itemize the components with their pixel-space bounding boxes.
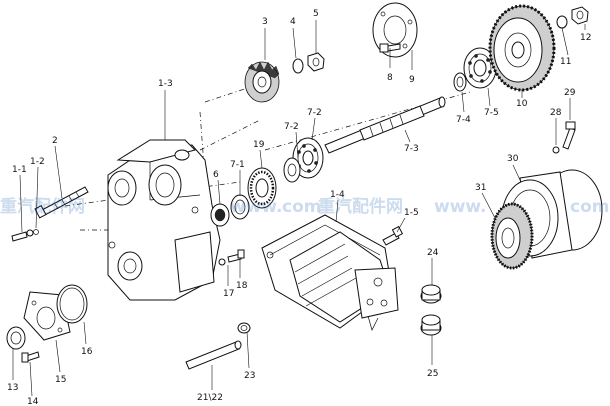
label-24: 24 <box>427 248 439 258</box>
bearing-7-2 <box>283 137 324 183</box>
bolt-8 <box>379 43 401 53</box>
label-7-4: 7-4 <box>456 115 471 125</box>
watermark-left: 重汽配件网 <box>0 196 85 217</box>
cover-1-4 <box>261 214 399 331</box>
label-5: 5 <box>313 9 319 19</box>
plug-25 <box>420 314 442 336</box>
gear-3 <box>244 61 280 103</box>
label-7-2a: 7-2 <box>284 122 299 132</box>
label-12: 12 <box>580 33 591 43</box>
plug-24 <box>420 284 442 304</box>
watermark-mid2: com <box>282 197 321 217</box>
gear-31 <box>490 202 534 270</box>
leader-30 <box>512 164 521 181</box>
ring-23 <box>237 322 251 334</box>
label-1-3: 1-3 <box>158 79 173 89</box>
bearing-19 <box>247 167 277 209</box>
bolt-1-5 <box>382 225 404 246</box>
washer-4 <box>292 58 304 74</box>
leader-16 <box>83 321 87 345</box>
leader-14 <box>29 361 33 397</box>
shaft-7-3 <box>324 96 446 154</box>
leader-1-1 <box>19 174 23 233</box>
label-4: 4 <box>290 17 296 27</box>
leader-7-4 <box>461 91 465 113</box>
bolt-1-1 <box>11 229 39 242</box>
label-1-2: 1-2 <box>30 157 45 167</box>
label-7-2b: 7-2 <box>307 108 322 118</box>
label-10: 10 <box>516 99 528 109</box>
label-3: 3 <box>262 17 268 27</box>
bearing-7-5 <box>463 47 497 89</box>
label-2: 2 <box>52 136 58 146</box>
leader-7-3 <box>404 129 411 143</box>
label-8: 8 <box>387 73 393 83</box>
label-1-5: 1-5 <box>404 208 419 218</box>
bolt-29 <box>562 121 576 150</box>
leader-1-4 <box>335 199 339 223</box>
leader-1-2 <box>35 166 39 229</box>
label-11: 11 <box>560 57 571 67</box>
label-30: 30 <box>507 154 519 164</box>
leader-7-2b <box>311 117 316 141</box>
label-13: 13 <box>7 383 18 393</box>
ring-7-4 <box>453 72 467 92</box>
axis-line-shaft <box>199 119 261 151</box>
label-9: 9 <box>409 75 415 85</box>
ring-16 <box>56 284 88 324</box>
label-7-5: 7-5 <box>484 108 499 118</box>
leader-7-5 <box>487 87 491 107</box>
gear-10 <box>488 4 556 92</box>
pin-21-22 <box>185 340 242 370</box>
label-15: 15 <box>55 375 66 385</box>
leader-2 <box>54 145 63 199</box>
label-28: 28 <box>550 108 562 118</box>
label-31: 31 <box>475 183 486 193</box>
watermark-right2: www. <box>434 197 487 217</box>
label-21-22: 21\22 <box>197 393 223 403</box>
watermark-mid: www. <box>230 197 283 217</box>
washer-17 <box>218 258 226 266</box>
leader-11 <box>561 27 569 56</box>
washer-28 <box>552 146 560 154</box>
nut-5 <box>307 52 325 72</box>
label-6: 6 <box>213 170 219 180</box>
label-14: 14 <box>27 397 39 406</box>
seal-13 <box>6 326 26 350</box>
label-7-3: 7-3 <box>404 144 419 154</box>
leader-6 <box>217 179 221 205</box>
bolt-18 <box>227 249 245 263</box>
label-7-1: 7-1 <box>230 160 245 170</box>
leader-4 <box>292 27 297 59</box>
leader-1-5 <box>396 217 406 233</box>
bush-6 <box>210 203 230 227</box>
leader-19 <box>259 149 263 169</box>
leader-15 <box>55 339 61 373</box>
washer-11 <box>556 15 568 29</box>
label-18: 18 <box>236 281 248 291</box>
leader-31 <box>481 192 496 219</box>
label-23: 23 <box>244 371 255 381</box>
label-25: 25 <box>427 369 438 379</box>
label-19: 19 <box>253 140 265 150</box>
watermark-right: 重汽配件网 <box>318 196 403 217</box>
label-1-4: 1-4 <box>330 190 345 200</box>
leader-7-2a <box>295 131 299 159</box>
label-1-1: 1-1 <box>12 165 27 175</box>
label-17: 17 <box>223 289 234 299</box>
leader-23 <box>246 331 250 369</box>
nut-12 <box>571 6 589 25</box>
bolt-2 <box>34 186 89 219</box>
bolt-14 <box>21 351 40 363</box>
label-29: 29 <box>564 88 576 98</box>
label-16: 16 <box>81 347 93 357</box>
watermark-right3: com <box>570 197 609 217</box>
housing-1-3 <box>107 139 221 301</box>
